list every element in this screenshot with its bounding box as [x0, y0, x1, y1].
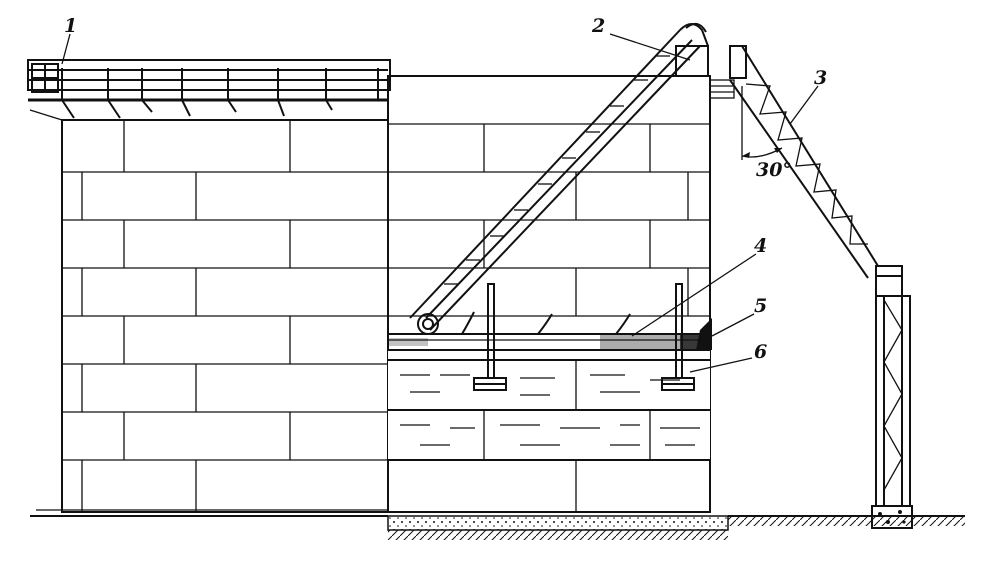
stair-icon: [409, 22, 735, 335]
label-2: 2: [591, 15, 605, 37]
label-4: 4: [754, 235, 767, 257]
railing-icon: [31, 63, 59, 93]
ground: [30, 509, 965, 540]
old-tank-wall: [61, 119, 389, 513]
floating-roof: [387, 311, 712, 351]
railing-posts: [61, 68, 379, 119]
water-zone: [388, 349, 710, 461]
angle-arc-icon: [741, 86, 783, 160]
water-ripples: [400, 374, 700, 446]
wall-joints-left: [62, 120, 388, 512]
railing-platform: [27, 59, 391, 121]
label-1: 1: [64, 15, 77, 37]
label-5: 5: [754, 295, 767, 317]
label-6: 6: [754, 341, 767, 363]
leader-lines: [61, 33, 819, 373]
truss-icon: [729, 45, 913, 529]
stair-treads: [444, 55, 670, 285]
roof-seal-hooks: [461, 311, 631, 335]
roof-support-right: [661, 283, 695, 391]
angle-label: 30°: [756, 159, 792, 181]
roof-support-left: [473, 283, 507, 391]
label-3: 3: [814, 67, 827, 89]
truss-diagonals: [745, 83, 868, 245]
